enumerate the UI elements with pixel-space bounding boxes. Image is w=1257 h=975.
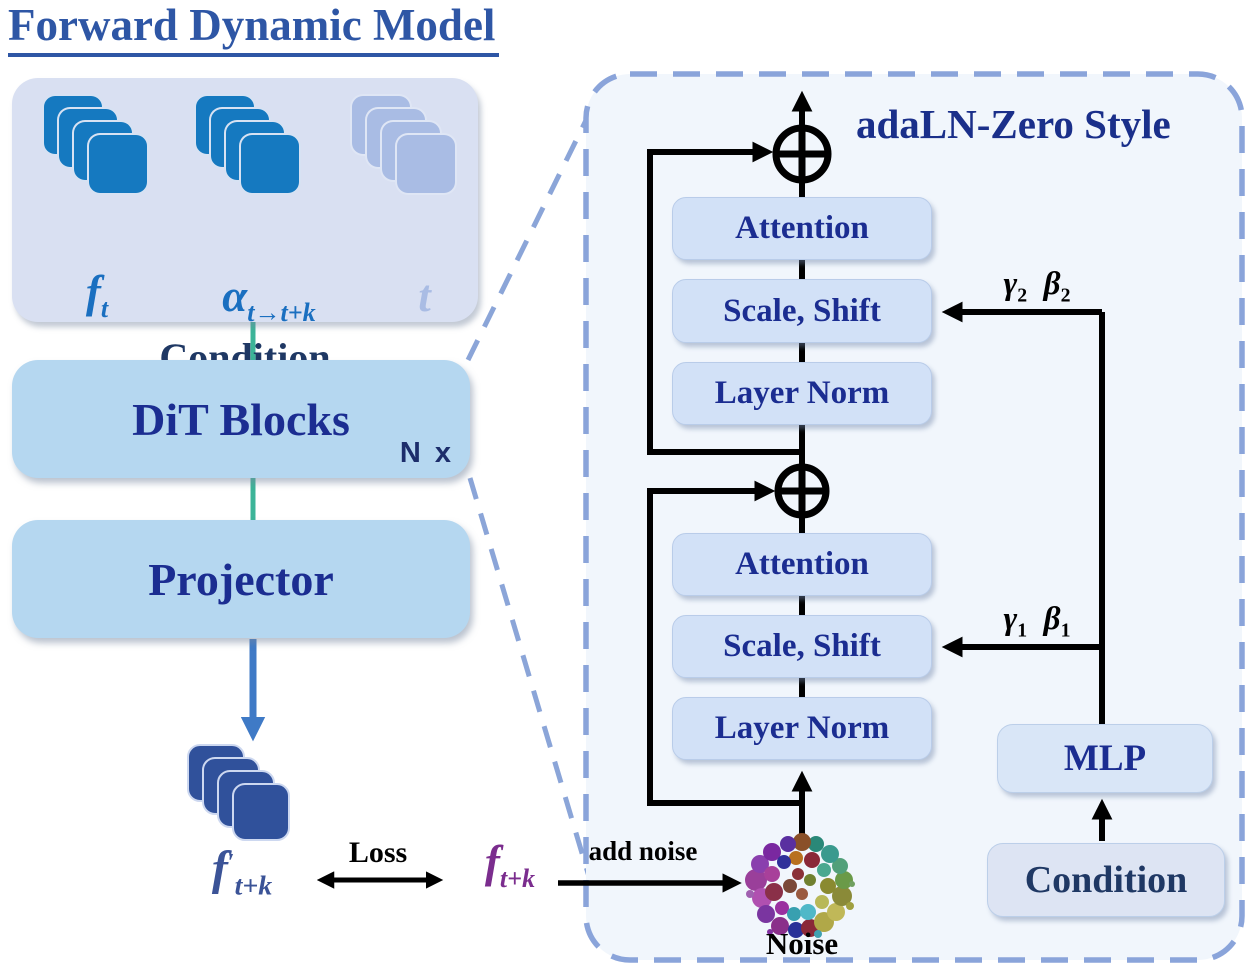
noise-cloud-image [745, 833, 855, 938]
dit-blocks-label: DiT Blocks [132, 393, 350, 445]
alpha-sub: t→t+k [247, 298, 316, 327]
layer-norm-block-top: Layer Norm [672, 362, 932, 425]
f-base: f [85, 267, 101, 317]
predicted-feature-symbol: f′t+k [182, 842, 302, 902]
action-stack-icon [194, 94, 302, 196]
t-base: t [418, 271, 431, 321]
action-symbol: αt→t+k [184, 271, 354, 328]
attention-block-bottom: Attention [672, 533, 932, 596]
mlp-box: MLP [997, 724, 1213, 793]
timestep-stack-icon [350, 94, 458, 196]
loss-label: Loss [348, 836, 408, 869]
beta1-symbol: β [1043, 601, 1061, 637]
beta1-sub: 1 [1060, 619, 1071, 642]
f-sub: t [100, 294, 109, 323]
condition-input-panel: ft αt→t+k t Condition [12, 78, 478, 380]
repeat-count-label: N x [399, 437, 454, 469]
projector-label: Projector [148, 553, 334, 605]
gamma1-beta1-label: γ1 β1 [962, 601, 1112, 643]
projector-box: Projector [12, 520, 470, 638]
condition-box-detail: Condition [987, 843, 1225, 917]
noise-label: Noise [765, 926, 839, 961]
beta2-symbol: β [1043, 266, 1061, 302]
gamma1-symbol: γ [1003, 601, 1018, 637]
gamma1-sub: 1 [1017, 619, 1028, 642]
ftarget-sub: t+k [499, 864, 536, 893]
gamma2-symbol: γ [1003, 266, 1018, 302]
ftarget-base: f [484, 837, 500, 887]
beta2-sub: 2 [1060, 284, 1071, 307]
target-feature-symbol: ft+k [450, 837, 570, 894]
feature-symbol: ft [62, 267, 132, 324]
fprime-sub: t+k [234, 870, 273, 902]
fprime-base: f [211, 842, 228, 895]
dit-blocks-box: DiT Blocks N x [12, 360, 470, 478]
attention-block-top: Attention [672, 197, 932, 260]
scale-shift-block-top: Scale, Shift [672, 279, 932, 343]
gamma2-sub: 2 [1017, 284, 1028, 307]
timestep-symbol: t [397, 271, 452, 322]
scale-shift-block-bottom: Scale, Shift [672, 615, 932, 678]
prime-mark: ′ [227, 850, 235, 876]
output-feature-stack-icon [187, 744, 295, 846]
alpha-base: α [222, 271, 248, 321]
add-noise-label: add noise [588, 836, 698, 866]
page-title: Forward Dynamic Model [8, 0, 500, 57]
zoom-callout-lines [465, 98, 599, 901]
adaln-zero-title: adaLN-Zero Style [856, 101, 1171, 147]
layer-norm-block-bottom: Layer Norm [672, 697, 932, 760]
feature-stack-icon [42, 94, 150, 196]
gamma2-beta2-label: γ2 β2 [962, 266, 1112, 308]
